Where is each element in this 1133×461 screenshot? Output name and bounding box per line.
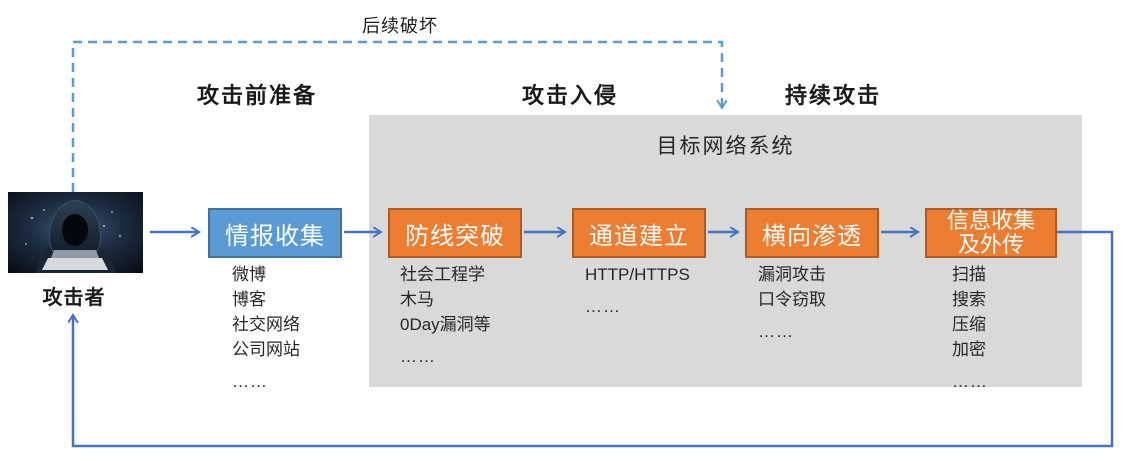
- list-item: 搜索: [952, 290, 986, 309]
- list-item: 扫描: [952, 265, 986, 284]
- list-item: 木马: [400, 290, 434, 309]
- list-item: ……: [232, 372, 268, 391]
- list-item: ……: [758, 322, 794, 341]
- list-item: ……: [952, 372, 988, 391]
- list-item: 压缩: [952, 315, 986, 334]
- lateral-movement-items: 漏洞攻击 口令窃取 ……: [758, 262, 826, 344]
- list-item: 0Day漏洞等: [400, 315, 491, 334]
- phase-label-preparation: 攻击前准备: [196, 83, 318, 108]
- list-item: HTTP/HTTPS: [585, 265, 690, 284]
- list-item: ……: [585, 297, 621, 316]
- list-item: 漏洞攻击: [758, 265, 826, 284]
- phase-label-intrusion: 攻击入侵: [521, 83, 619, 108]
- attacker-image: [8, 192, 143, 273]
- list-item: 社交网络: [232, 315, 300, 334]
- list-item: 社会工程学: [400, 265, 485, 284]
- target-network-title: 目标网络系统: [656, 135, 795, 158]
- list-item: 公司网站: [232, 340, 300, 359]
- list-item: 博客: [232, 290, 266, 309]
- exfiltration-return-arrow: [73, 230, 1114, 448]
- followup-damage-label: 后续破坏: [362, 16, 438, 36]
- attacker-label: 攻击者: [42, 287, 106, 309]
- stage-box-info-exfiltration: 信息收集 及外传: [925, 208, 1057, 258]
- stage-box-defense-breakthrough: 防线突破: [388, 208, 522, 258]
- list-item: 微博: [232, 265, 266, 284]
- stage-box-channel-establishment: 通道建立: [572, 208, 706, 258]
- defense-breakthrough-items: 社会工程学 木马 0Day漏洞等 ……: [400, 262, 491, 369]
- channel-establishment-items: HTTP/HTTPS ……: [585, 262, 690, 319]
- intel-collection-items: 微博 博客 社交网络 公司网站 ……: [232, 262, 300, 394]
- stage-box-intel-collection: 情报收集: [208, 208, 342, 258]
- stage-box-lateral-movement: 横向渗透: [745, 208, 879, 258]
- list-item: 加密: [952, 340, 986, 359]
- followup-damage-dashed-arrow: [71, 40, 722, 192]
- hacker-figure-icon: [24, 199, 122, 273]
- phase-label-persistence: 持续攻击: [784, 83, 882, 108]
- info-exfiltration-items: 扫描 搜索 压缩 加密 ……: [952, 262, 988, 394]
- list-item: ……: [400, 347, 436, 366]
- list-item: 口令窃取: [758, 290, 826, 309]
